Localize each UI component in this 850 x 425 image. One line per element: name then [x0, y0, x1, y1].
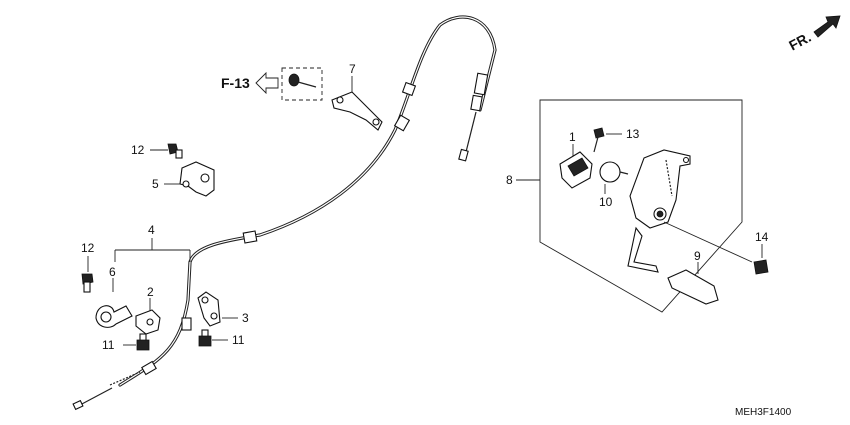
part-9-lever-grip: 9: [667, 249, 719, 305]
diagram-code: MEH3F1400: [735, 407, 792, 418]
part-6-clip: 6: [95, 265, 133, 328]
callout-7: 7: [349, 62, 356, 76]
main-cable: [72, 15, 497, 411]
callout-11-right: 11: [232, 333, 245, 347]
part-12-bolt-lower: 12: [81, 241, 95, 293]
callout-4: 4: [148, 223, 155, 237]
part-2-holder: 2: [135, 285, 161, 335]
part-7-bracket: 7: [331, 62, 383, 131]
direction-label: FR.: [786, 29, 813, 54]
callout-6: 6: [109, 265, 116, 279]
part-10-knob: 10: [599, 161, 629, 209]
callout-3: 3: [242, 311, 249, 325]
part-8-assembly-outline: 8: [506, 99, 743, 313]
bolt-f13: [288, 73, 317, 88]
callout-14: 14: [755, 230, 769, 244]
part-4-group: 4: [114, 223, 191, 262]
part-14-bolt: 14: [753, 230, 769, 275]
part-5-clamp: 5: [152, 161, 215, 197]
part-11-bolt-right: 11: [198, 329, 245, 347]
callout-9: 9: [694, 249, 701, 263]
front-direction-arrow: FR.: [786, 15, 841, 54]
callout-10: 10: [599, 195, 613, 209]
callout-12-upper: 12: [131, 143, 145, 157]
part-12-bolt-upper: 12: [131, 143, 183, 159]
callout-8: 8: [506, 173, 513, 187]
callout-1: 1: [569, 130, 576, 144]
callout-2: 2: [147, 285, 154, 299]
part-11-bolt-left: 11: [102, 333, 150, 352]
part-1-clip: 1: [559, 130, 593, 189]
lever-mechanism: [627, 149, 753, 273]
reference-label: F-13: [221, 75, 250, 91]
callout-11-left: 11: [102, 338, 115, 352]
part-3-bracket: 3: [197, 291, 249, 327]
callout-13: 13: [626, 127, 640, 141]
callout-5: 5: [152, 177, 159, 191]
part-13-screw: 13: [593, 127, 640, 153]
reference-arrow-f13: F-13: [221, 67, 323, 101]
callout-12-lower: 12: [81, 241, 95, 255]
